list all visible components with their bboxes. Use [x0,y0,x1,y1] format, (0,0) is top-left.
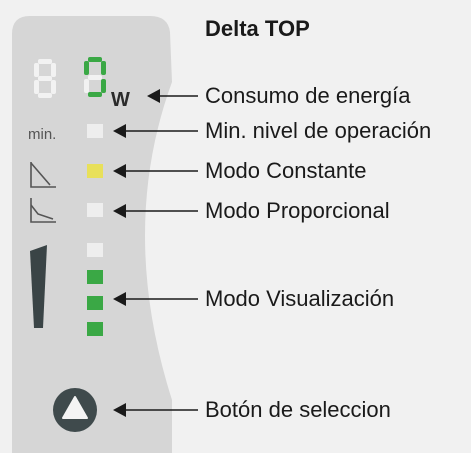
level-led-3 [87,296,103,310]
min-level-led [87,124,103,138]
arrow-proportional [113,204,198,218]
arrow-power [147,89,198,103]
level-wedge-icon [30,245,47,328]
control-panel [12,16,172,453]
constant-mode-led [87,164,103,178]
callout-arrows [113,89,198,417]
arrow-button [113,403,198,417]
callout-min-level: Min. nivel de operación [205,118,432,143]
proportional-curve-icon [30,198,56,223]
arrow-min [113,124,198,138]
level-led-2 [87,270,103,284]
level-leds [87,243,103,336]
callout-power: Consumo de energía [205,83,411,108]
digital-display-icon [34,57,106,98]
level-led-1 [87,243,103,257]
select-button[interactable] [53,388,97,432]
callout-display-mode: Modo Visualización [205,286,395,311]
proportional-mode-led [87,203,103,217]
constant-curve-icon [30,162,56,188]
select-button-icon [62,396,88,419]
arrow-display [113,292,198,306]
level-led-4 [87,322,103,336]
min-label: min. [28,126,56,143]
arrow-constant [113,164,198,178]
display-digit-1 [34,59,56,98]
display-digit-2 [84,57,106,97]
callout-select-button: Botón de seleccion [205,397,391,422]
callout-proportional-mode: Modo Proporcional [205,198,390,223]
callout-constant-mode: Modo Constante [205,158,367,183]
diagram-title: Delta TOP [205,16,310,41]
unit-w-label: W [111,89,130,111]
